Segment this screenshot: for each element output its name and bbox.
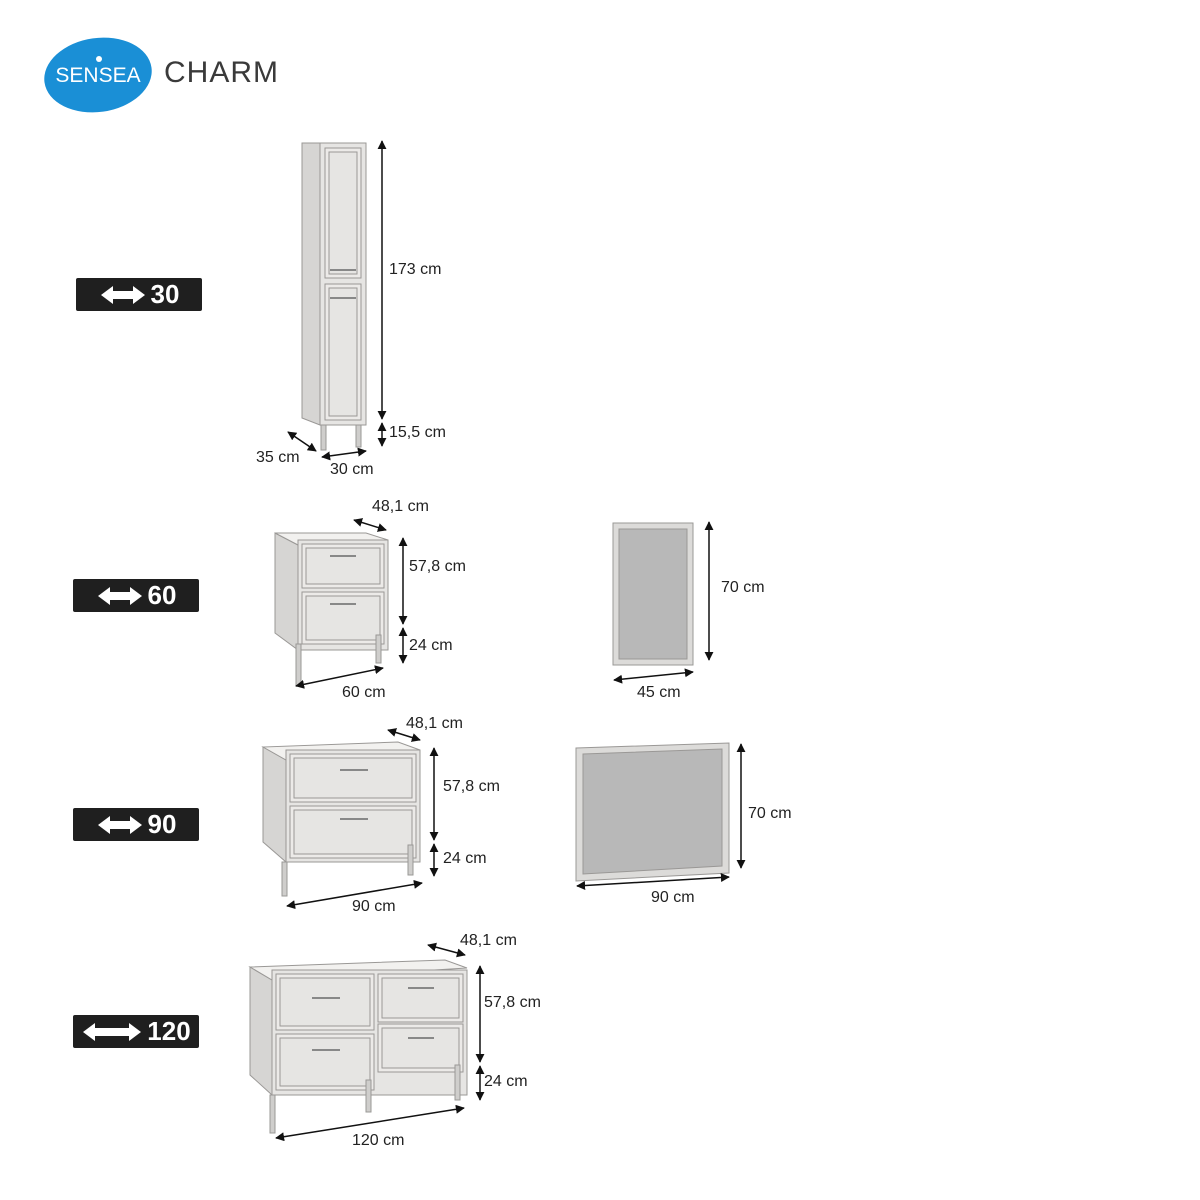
double-horizontal-arrow-icon — [97, 815, 142, 834]
dim-leg-height: 24 cm — [443, 850, 487, 867]
dim-leg-height: 24 cm — [484, 1073, 528, 1090]
product-name: CHARM — [164, 56, 279, 89]
double-horizontal-arrow-icon — [97, 586, 142, 605]
dim-width: 60 cm — [342, 684, 386, 701]
mirror-45 — [612, 522, 694, 666]
vanity-60 — [274, 532, 389, 687]
mirror-90 — [575, 742, 730, 882]
width-badge-label: 90 — [147, 809, 177, 839]
dim-width: 30 cm — [330, 461, 374, 478]
vanity-90 — [261, 741, 421, 897]
dim-depth: 48,1 cm — [372, 498, 429, 515]
mirror-dim-width: 45 cm — [637, 684, 681, 701]
width-badge-label: 120 — [147, 1016, 191, 1046]
dim-depth: 48,1 cm — [406, 715, 463, 732]
mirror-dim-height: 70 cm — [748, 805, 792, 822]
dim-height: 57,8 cm — [443, 778, 500, 795]
dim-depth: 35 cm — [256, 449, 300, 466]
dim-width: 90 cm — [352, 898, 396, 915]
double-horizontal-arrow-icon — [100, 285, 145, 304]
width-badge-60: 60 — [73, 579, 199, 612]
dim-height: 57,8 cm — [484, 994, 541, 1011]
dim-depth: 48,1 cm — [460, 932, 517, 949]
dim-height: 57,8 cm — [409, 558, 466, 575]
dim-width: 120 cm — [352, 1132, 405, 1149]
sensea-logo: SENSEA — [42, 35, 154, 115]
dim-height: 173 cm — [389, 261, 442, 278]
width-badge-90: 90 — [73, 808, 199, 841]
width-badge-120: 120 — [73, 1015, 199, 1048]
dim-leg-height: 24 cm — [409, 637, 453, 654]
tall-cabinet — [301, 142, 367, 451]
mirror-dim-width: 90 cm — [651, 889, 695, 906]
mirror-dim-height: 70 cm — [721, 579, 765, 596]
dim-leg-height: 15,5 cm — [389, 424, 446, 441]
width-badge-label: 60 — [147, 580, 177, 610]
double-horizontal-arrow-icon — [83, 1022, 142, 1041]
vanity-120 — [248, 959, 468, 1134]
width-badge-30: 30 — [76, 278, 202, 311]
width-badge-label: 30 — [150, 279, 180, 309]
logo-text: SENSEA — [55, 64, 140, 87]
